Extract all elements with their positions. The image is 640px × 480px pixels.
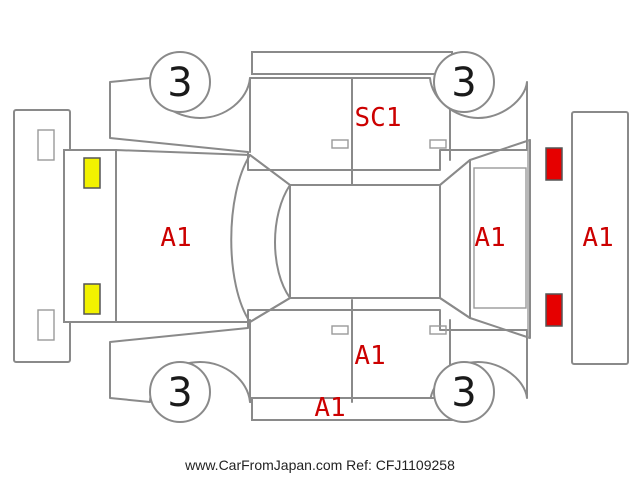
rear-bumper: [571, 111, 629, 365]
damage-code-upper-side: SC1: [355, 103, 402, 133]
damage-code-lower-door: A1: [354, 341, 385, 371]
rear-lamp-lower: [545, 293, 563, 327]
damage-code-rear-window: A1: [474, 223, 505, 253]
tire-front-right: 3: [149, 361, 211, 423]
tire-front-left: 3: [149, 51, 211, 113]
tire-rear-left: 3: [433, 51, 495, 113]
footer-credit: www.CarFromJapan.com Ref: CFJ1109258: [184, 457, 455, 473]
tire-rear-right-rating: 3: [451, 370, 476, 416]
front-lamp-lower: [83, 283, 101, 315]
tire-rear-left-rating: 3: [451, 60, 476, 106]
tire-front-left-rating: 3: [167, 60, 192, 106]
front-bumper: [13, 109, 71, 363]
damage-code-rear-bumper: A1: [582, 223, 613, 253]
front-lamp-upper: [83, 157, 101, 189]
upper-side-profile: [109, 51, 528, 186]
tire-front-right-rating: 3: [167, 370, 192, 416]
damage-code-front-hood: A1: [160, 223, 191, 253]
damage-code-lower-sill: A1: [314, 393, 345, 423]
rear-lamp-upper: [545, 147, 563, 181]
tire-rear-right: 3: [433, 361, 495, 423]
